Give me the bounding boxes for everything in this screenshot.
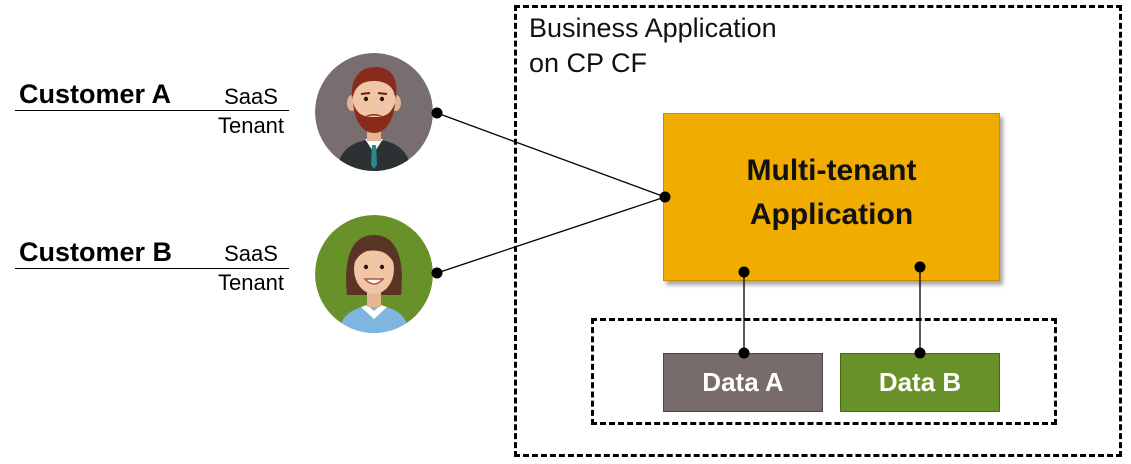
multi-tenant-application-box: Multi-tenant Application <box>663 113 1000 281</box>
business-application-title: Business Application on CP CF <box>529 11 777 81</box>
app-label-line1: Multi-tenant <box>746 154 917 187</box>
data-b-box: Data B <box>840 353 1000 412</box>
data-a-label: Data A <box>702 367 784 397</box>
customer-b-name: Customer B <box>19 237 173 267</box>
customer-b-role-line2: Tenant <box>217 270 285 295</box>
business-application-title-line1: Business Application <box>529 13 777 43</box>
bearded-man-avatar-icon <box>315 53 433 171</box>
customer-b-role-line1: SaaS <box>224 241 278 266</box>
business-application-title-line2: on CP CF <box>529 48 648 78</box>
data-a-box: Data A <box>663 353 823 412</box>
app-label-line2: Application <box>749 198 914 231</box>
multi-tenant-application-label: Multi-tenant Application <box>702 149 962 237</box>
customer-a-name: Customer A <box>19 79 172 109</box>
customer-b-underline <box>15 268 289 269</box>
customer-a-underline <box>15 110 289 111</box>
data-store-boundary <box>591 318 1057 425</box>
data-b-label: Data B <box>878 367 962 397</box>
connector-dot-customer-b <box>431 267 443 279</box>
smiling-woman-avatar-icon <box>315 215 433 333</box>
connector-dot-customer-a <box>431 107 443 119</box>
customer-a-role-line1: SaaS <box>224 84 278 109</box>
customer-a-role-line2: Tenant <box>217 113 285 138</box>
